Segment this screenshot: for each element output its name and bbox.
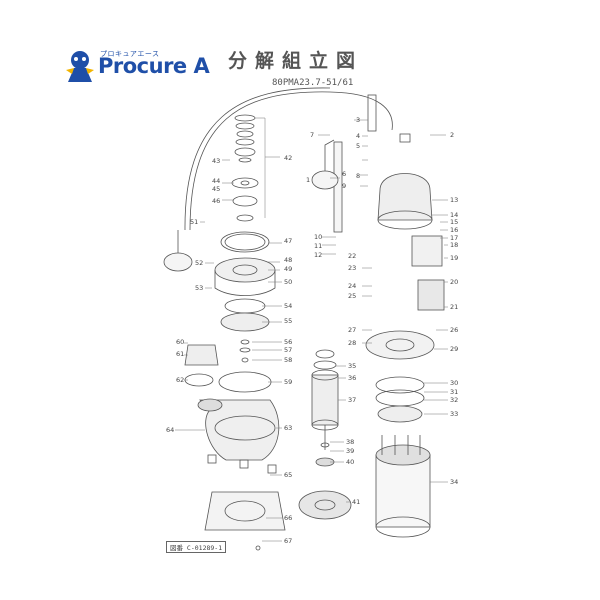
part-label-36: 36 [348, 374, 356, 382]
drawing-code: 図番 C-01289-1 [166, 541, 227, 553]
page-title: 分解組立図 [228, 50, 364, 72]
part-label-15: 15 [450, 218, 458, 226]
part-label-7: 7 [310, 131, 314, 139]
float-cable [184, 87, 331, 231]
part-label-3: 3 [356, 116, 360, 124]
part-label-26: 26 [450, 326, 458, 334]
right-column-parts [365, 94, 445, 538]
part-label-58: 58 [284, 356, 292, 364]
part-label-29: 29 [450, 345, 458, 353]
part-label-32: 32 [450, 396, 458, 404]
part-label-17: 17 [450, 234, 458, 242]
part-label-62: 62 [176, 376, 184, 384]
part-label-45: 45 [212, 185, 220, 193]
part-label-54: 54 [284, 302, 292, 310]
part-label-57: 57 [284, 346, 292, 354]
part-label-31: 31 [450, 388, 458, 396]
part-label-21: 21 [450, 303, 458, 311]
brand-small-text: プロキュアエース [100, 50, 160, 58]
part-label-37: 37 [348, 396, 356, 404]
power-cable [189, 91, 393, 231]
part-label-16: 16 [450, 226, 458, 234]
part-labels: 42 43 44 45 46 47 48 49 50 51 52 53 54 5… [166, 116, 458, 545]
part-label-60: 60 [176, 338, 184, 346]
part-label-12: 12 [314, 251, 322, 259]
center-column-parts [298, 139, 352, 520]
part-label-49: 49 [284, 265, 292, 273]
model-number: 80PMA23.7-51/61 [272, 78, 354, 88]
part-label-9: 9 [342, 182, 346, 190]
part-label-41: 41 [352, 498, 360, 506]
part-label-27: 27 [348, 326, 356, 334]
part-label-61: 61 [176, 350, 184, 358]
part-label-20: 20 [450, 278, 458, 286]
part-label-34: 34 [450, 478, 458, 486]
part-label-56: 56 [284, 338, 292, 346]
part-label-66: 66 [284, 514, 292, 522]
part-label-23: 23 [348, 264, 356, 272]
brand-logo[interactable] [62, 48, 212, 84]
part-label-50: 50 [284, 278, 292, 286]
part-label-38: 38 [346, 438, 354, 446]
part-label-42: 42 [284, 154, 292, 162]
part-label-35: 35 [348, 362, 356, 370]
part-label-65: 65 [284, 471, 292, 479]
part-label-25: 25 [348, 292, 356, 300]
part-label-10: 10 [314, 233, 322, 241]
mascot-icon [66, 51, 94, 82]
part-label-13: 13 [450, 196, 458, 204]
part-label-63: 63 [284, 424, 292, 432]
part-label-47: 47 [284, 237, 292, 245]
left-column-parts [163, 114, 286, 551]
part-label-14: 14 [450, 211, 458, 219]
part-label-30: 30 [450, 379, 458, 387]
part-label-67: 67 [284, 537, 292, 545]
part-label-44: 44 [212, 177, 220, 185]
part-label-24: 24 [348, 282, 356, 290]
part-label-51: 51 [190, 218, 198, 226]
part-label-28: 28 [348, 339, 356, 347]
part-label-11: 11 [314, 242, 322, 250]
part-label-19: 19 [450, 254, 458, 262]
part-label-53: 53 [195, 284, 203, 292]
part-label-48: 48 [284, 256, 292, 264]
part-label-18: 18 [450, 241, 458, 249]
leader-lines [175, 117, 448, 542]
part-label-33: 33 [450, 410, 458, 418]
part-label-8: 8 [356, 172, 360, 180]
part-label-6: 6 [342, 170, 346, 178]
part-label-46: 46 [212, 197, 220, 205]
part-label-52: 52 [195, 259, 203, 267]
part-label-39: 39 [346, 447, 354, 455]
brand-name: Procure A [98, 54, 210, 78]
part-label-4: 4 [356, 132, 360, 140]
part-label-5: 5 [356, 142, 360, 150]
part-label-40: 40 [346, 458, 354, 466]
part-label-1: 1 [306, 176, 310, 184]
part-label-2: 2 [450, 131, 454, 139]
part-label-59: 59 [284, 378, 292, 386]
part-label-22: 22 [348, 252, 356, 260]
part-label-64: 64 [166, 426, 174, 434]
part-label-55: 55 [284, 317, 292, 325]
part-label-43: 43 [212, 157, 220, 165]
